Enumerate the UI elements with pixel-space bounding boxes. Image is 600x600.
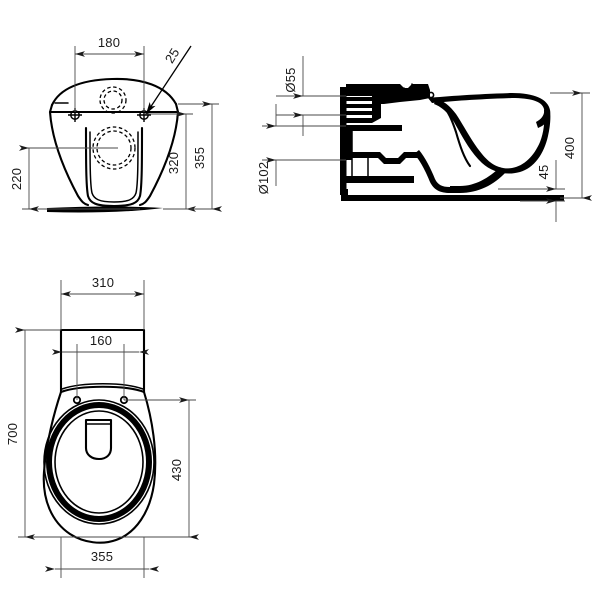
- front-dim-180: 180: [74, 35, 145, 112]
- side-section-view: Ø55 Ø102 400 45: [256, 56, 592, 222]
- side-seat-rim: [428, 93, 551, 128]
- front-dim-220-label: 220: [9, 168, 24, 190]
- side-dim-d102-label: Ø102: [256, 162, 271, 195]
- side-trap-throat: [414, 150, 450, 193]
- plan-dim-160: 160: [52, 333, 149, 400]
- front-dim-320: 320: [144, 111, 196, 212]
- front-outlet-circle-inner: [96, 130, 132, 166]
- plan-dim-700-label: 700: [5, 423, 20, 445]
- plan-dim-355-label: 355: [91, 549, 113, 564]
- side-hinge-detail: [427, 91, 435, 99]
- side-dim-400: 400: [550, 90, 592, 201]
- front-outlet-circle: [92, 126, 136, 170]
- plan-dim-430: 430: [124, 397, 199, 540]
- plan-dim-310: 310: [60, 275, 145, 330]
- plan-seat-ring-inner: [54, 410, 144, 514]
- plan-seat-ring-outer: [46, 402, 152, 522]
- side-trap-body: [346, 125, 418, 183]
- plan-seat-ring-outline: [43, 399, 155, 525]
- front-elevation-view: 180 25 220 320 355: [9, 35, 222, 213]
- side-wall-plate: [340, 87, 347, 195]
- side-dim-45-label: 45: [536, 165, 551, 180]
- front-dim-25-leader: 25: [145, 45, 192, 115]
- side-dim-d55-label: Ø55: [283, 67, 298, 92]
- plan-seat-rear-arc: [59, 385, 146, 394]
- side-bowl-underside: [450, 167, 506, 193]
- plan-seat-rear-arc-inner: [61, 383, 144, 390]
- front-floor-bar: [47, 206, 163, 213]
- side-dim-400-label: 400: [562, 137, 577, 159]
- front-dim-320-label: 320: [166, 152, 181, 174]
- plan-dim-160-label: 160: [90, 333, 112, 348]
- side-top-shell: [346, 84, 430, 104]
- front-pan-outline: [48, 77, 180, 208]
- plan-dim-355: 355: [45, 537, 159, 578]
- plan-flush-tongue: [84, 418, 113, 461]
- side-bowl-wall: [434, 99, 551, 174]
- plan-dim-430-label: 430: [169, 459, 184, 481]
- plan-bowl-outer: [42, 390, 157, 544]
- side-dim-d55: Ø55: [276, 56, 346, 136]
- side-dim-45: 45: [498, 160, 565, 222]
- front-dim-355: 355: [178, 101, 222, 212]
- side-dim-d102: Ø102: [256, 104, 346, 194]
- front-inlet-circle: [99, 86, 127, 114]
- plan-dim-700: 700: [5, 327, 155, 540]
- front-inlet-circle-inner: [103, 90, 123, 110]
- front-dim-220: 220: [9, 145, 140, 212]
- plan-dim-310-label: 310: [92, 275, 114, 290]
- front-dim-355-label: 355: [192, 147, 207, 169]
- side-floor-bar-corner: [341, 189, 348, 201]
- front-dim-180-label: 180: [98, 35, 120, 50]
- front-dim-25-label: 25: [162, 45, 183, 66]
- plan-view: 310 160 700 430 355: [5, 275, 199, 578]
- side-floor-bar: [341, 195, 564, 201]
